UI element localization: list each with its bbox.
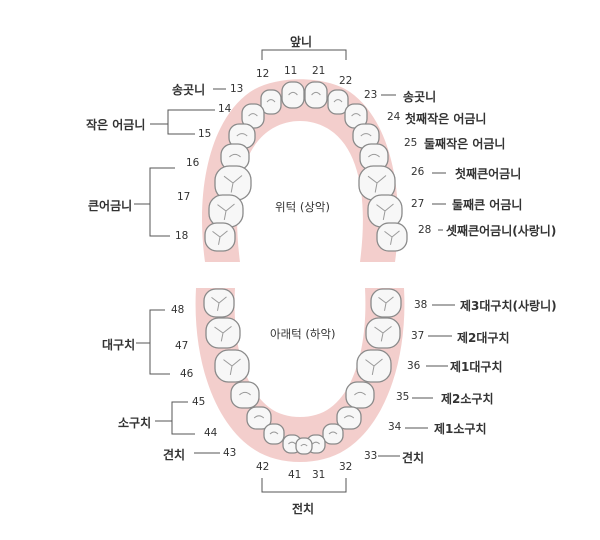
tooth-44	[246, 406, 272, 430]
tooth-number-22: 22	[339, 75, 353, 87]
lower-right-33-label: 견치	[402, 451, 425, 465]
upper-right-27-label: 둘째큰 어금니	[452, 198, 523, 212]
tooth-number-42: 42	[256, 461, 270, 473]
tooth-18	[204, 222, 236, 252]
upper-right-28-label: 셋째큰어금니(사랑니)	[446, 224, 557, 238]
tooth-16	[214, 165, 252, 201]
bracket-lines	[134, 49, 455, 493]
tooth-43	[263, 423, 285, 445]
tooth-number-12: 12	[256, 68, 270, 80]
tooth-number-31: 31	[312, 469, 326, 481]
tooth-22	[327, 89, 349, 115]
lower-left-molar-label: 대구치	[102, 338, 136, 352]
upper-left-molar-label: 큰어금니	[88, 199, 133, 213]
tooth-number-33: 33	[364, 450, 378, 462]
tooth-number-18: 18	[175, 230, 189, 242]
tooth-33	[322, 423, 344, 445]
tooth-number-32: 32	[339, 461, 353, 473]
tooth-34	[336, 406, 362, 430]
canine-incisor-label: 전치	[292, 502, 315, 516]
tooth-number-24: 24	[387, 111, 401, 123]
lower-jaw-label: 아래턱 (하악)	[270, 327, 336, 341]
tooth-number-48: 48	[171, 304, 185, 316]
tooth-17	[208, 194, 244, 228]
tooth-35	[345, 381, 375, 409]
tooth-number-15: 15	[198, 128, 212, 140]
tooth-number-37: 37	[411, 330, 425, 342]
tooth-37	[365, 317, 401, 349]
tooth-27	[367, 194, 403, 228]
lower-right-37-label: 제2대구치	[457, 331, 510, 345]
upper-right-23-label: 송곳니	[403, 90, 437, 104]
tooth-41	[295, 437, 313, 455]
tooth-number-28: 28	[418, 224, 432, 236]
tooth-number-27: 27	[411, 198, 425, 210]
tooth-number-26: 26	[411, 166, 425, 178]
tooth-number-16: 16	[186, 157, 200, 169]
tooth-38	[370, 288, 402, 318]
lower-left-canine-label: 견치	[163, 448, 186, 462]
tooth-number-14: 14	[218, 103, 232, 115]
upper-left-premolar-label: 작은 어금니	[86, 118, 146, 132]
tooth-number-36: 36	[407, 360, 421, 372]
lower-right-34-label: 제1소구치	[434, 422, 487, 436]
lower-right-38-label: 제3대구치(사랑니)	[460, 299, 557, 313]
tooth-number-17: 17	[177, 191, 191, 203]
tooth-number-38: 38	[414, 299, 428, 311]
tooth-46	[214, 349, 250, 383]
tooth-number-41: 41	[288, 469, 302, 481]
upper-jaw-label: 위턱 (상악)	[275, 200, 330, 214]
tooth-47	[205, 317, 241, 349]
tooth-45	[230, 381, 260, 409]
tooth-number-34: 34	[388, 421, 402, 433]
tooth-48	[203, 288, 235, 318]
lower-teeth-group	[203, 288, 402, 455]
tooth-number-45: 45	[192, 396, 206, 408]
lower-left-premolar-label: 소구치	[118, 416, 152, 430]
tooth-number-11: 11	[284, 65, 298, 77]
tooth-28	[376, 222, 408, 252]
tooth-21	[304, 81, 328, 109]
tooth-number-46: 46	[180, 368, 194, 380]
tooth-number-44: 44	[204, 427, 218, 439]
upper-left-canine-label: 송곳니	[172, 83, 206, 97]
lower-right-35-label: 제2소구치	[441, 392, 494, 406]
tooth-number-23: 23	[364, 89, 378, 101]
tooth-number-43: 43	[223, 447, 237, 459]
tooth-36	[356, 349, 392, 383]
upper-right-26-label: 첫째큰어금니	[455, 167, 522, 181]
upper-teeth-group	[204, 81, 408, 252]
tooth-11	[281, 81, 305, 109]
upper-right-24-label: 첫째작은 어금니	[405, 112, 487, 126]
tooth-number-13: 13	[230, 83, 244, 95]
tooth-number-47: 47	[175, 340, 189, 352]
lower-right-36-label: 제1대구치	[450, 360, 503, 374]
front-teeth-label: 앞니	[290, 35, 313, 49]
tooth-number-21: 21	[312, 65, 326, 77]
tooth-number-35: 35	[396, 391, 410, 403]
tooth-number-25: 25	[404, 137, 418, 149]
tooth-12	[260, 89, 282, 115]
upper-right-25-label: 둘째작은 어금니	[424, 137, 506, 151]
